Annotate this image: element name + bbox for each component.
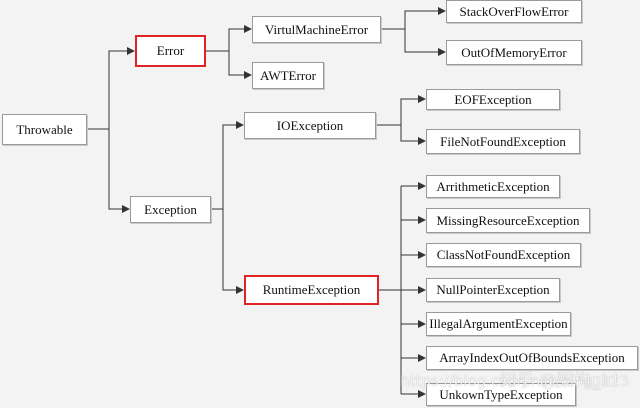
node-io-exception: IOException	[244, 112, 376, 139]
node-null-pointer-exception: NullPointerException	[426, 278, 560, 302]
node-throwable: Throwable	[2, 114, 87, 145]
edge-runtime-trunk	[379, 186, 402, 394]
edge-error-awterror	[228, 51, 252, 79]
node-out-of-memory-error: OutOfMemoryError	[446, 40, 582, 65]
edge-exception-runtime	[222, 209, 244, 294]
node-exception: Exception	[130, 196, 211, 223]
edge-io-filenotfound	[400, 125, 426, 145]
edge-vm-stackoverflow	[381, 7, 446, 30]
node-stack-overflow-error: StackOverFlowError	[446, 0, 582, 23]
edge-error-vmerror	[206, 25, 252, 52]
edge-vm-outofmemory	[404, 29, 446, 56]
node-illegal-argument-exception: IllegalArgumentException	[426, 312, 571, 336]
watermark-url: https://blog.csdn.net/ning_123	[400, 372, 630, 390]
node-class-not-found-exception: ClassNotFoundException	[426, 243, 581, 267]
edge-exception-io	[211, 121, 244, 210]
watermark-author: 知乎 @架构girl	[500, 371, 618, 391]
node-missing-resource-exception: MissingResourceException	[426, 208, 590, 233]
edge-throwable-error	[87, 47, 135, 130]
node-eof-exception: EOFException	[426, 89, 560, 110]
node-runtime-exception: RuntimeException	[244, 275, 379, 305]
edge-throwable-exception	[108, 129, 130, 213]
node-arithmetic-exception: ArrithmeticException	[426, 175, 560, 198]
edge-io-eof	[376, 95, 426, 126]
node-awt-error: AWTError	[252, 62, 324, 89]
node-unkown-type-exception: UnkownTypeException	[426, 383, 576, 406]
node-error: Error	[135, 35, 206, 67]
node-virtual-machine-error: VirtulMachineError	[252, 16, 381, 43]
node-array-index-out-of-bounds-exception: ArrayIndexOutOfBoundsException	[426, 346, 638, 370]
node-file-not-found-exception: FileNotFoundException	[426, 129, 580, 154]
